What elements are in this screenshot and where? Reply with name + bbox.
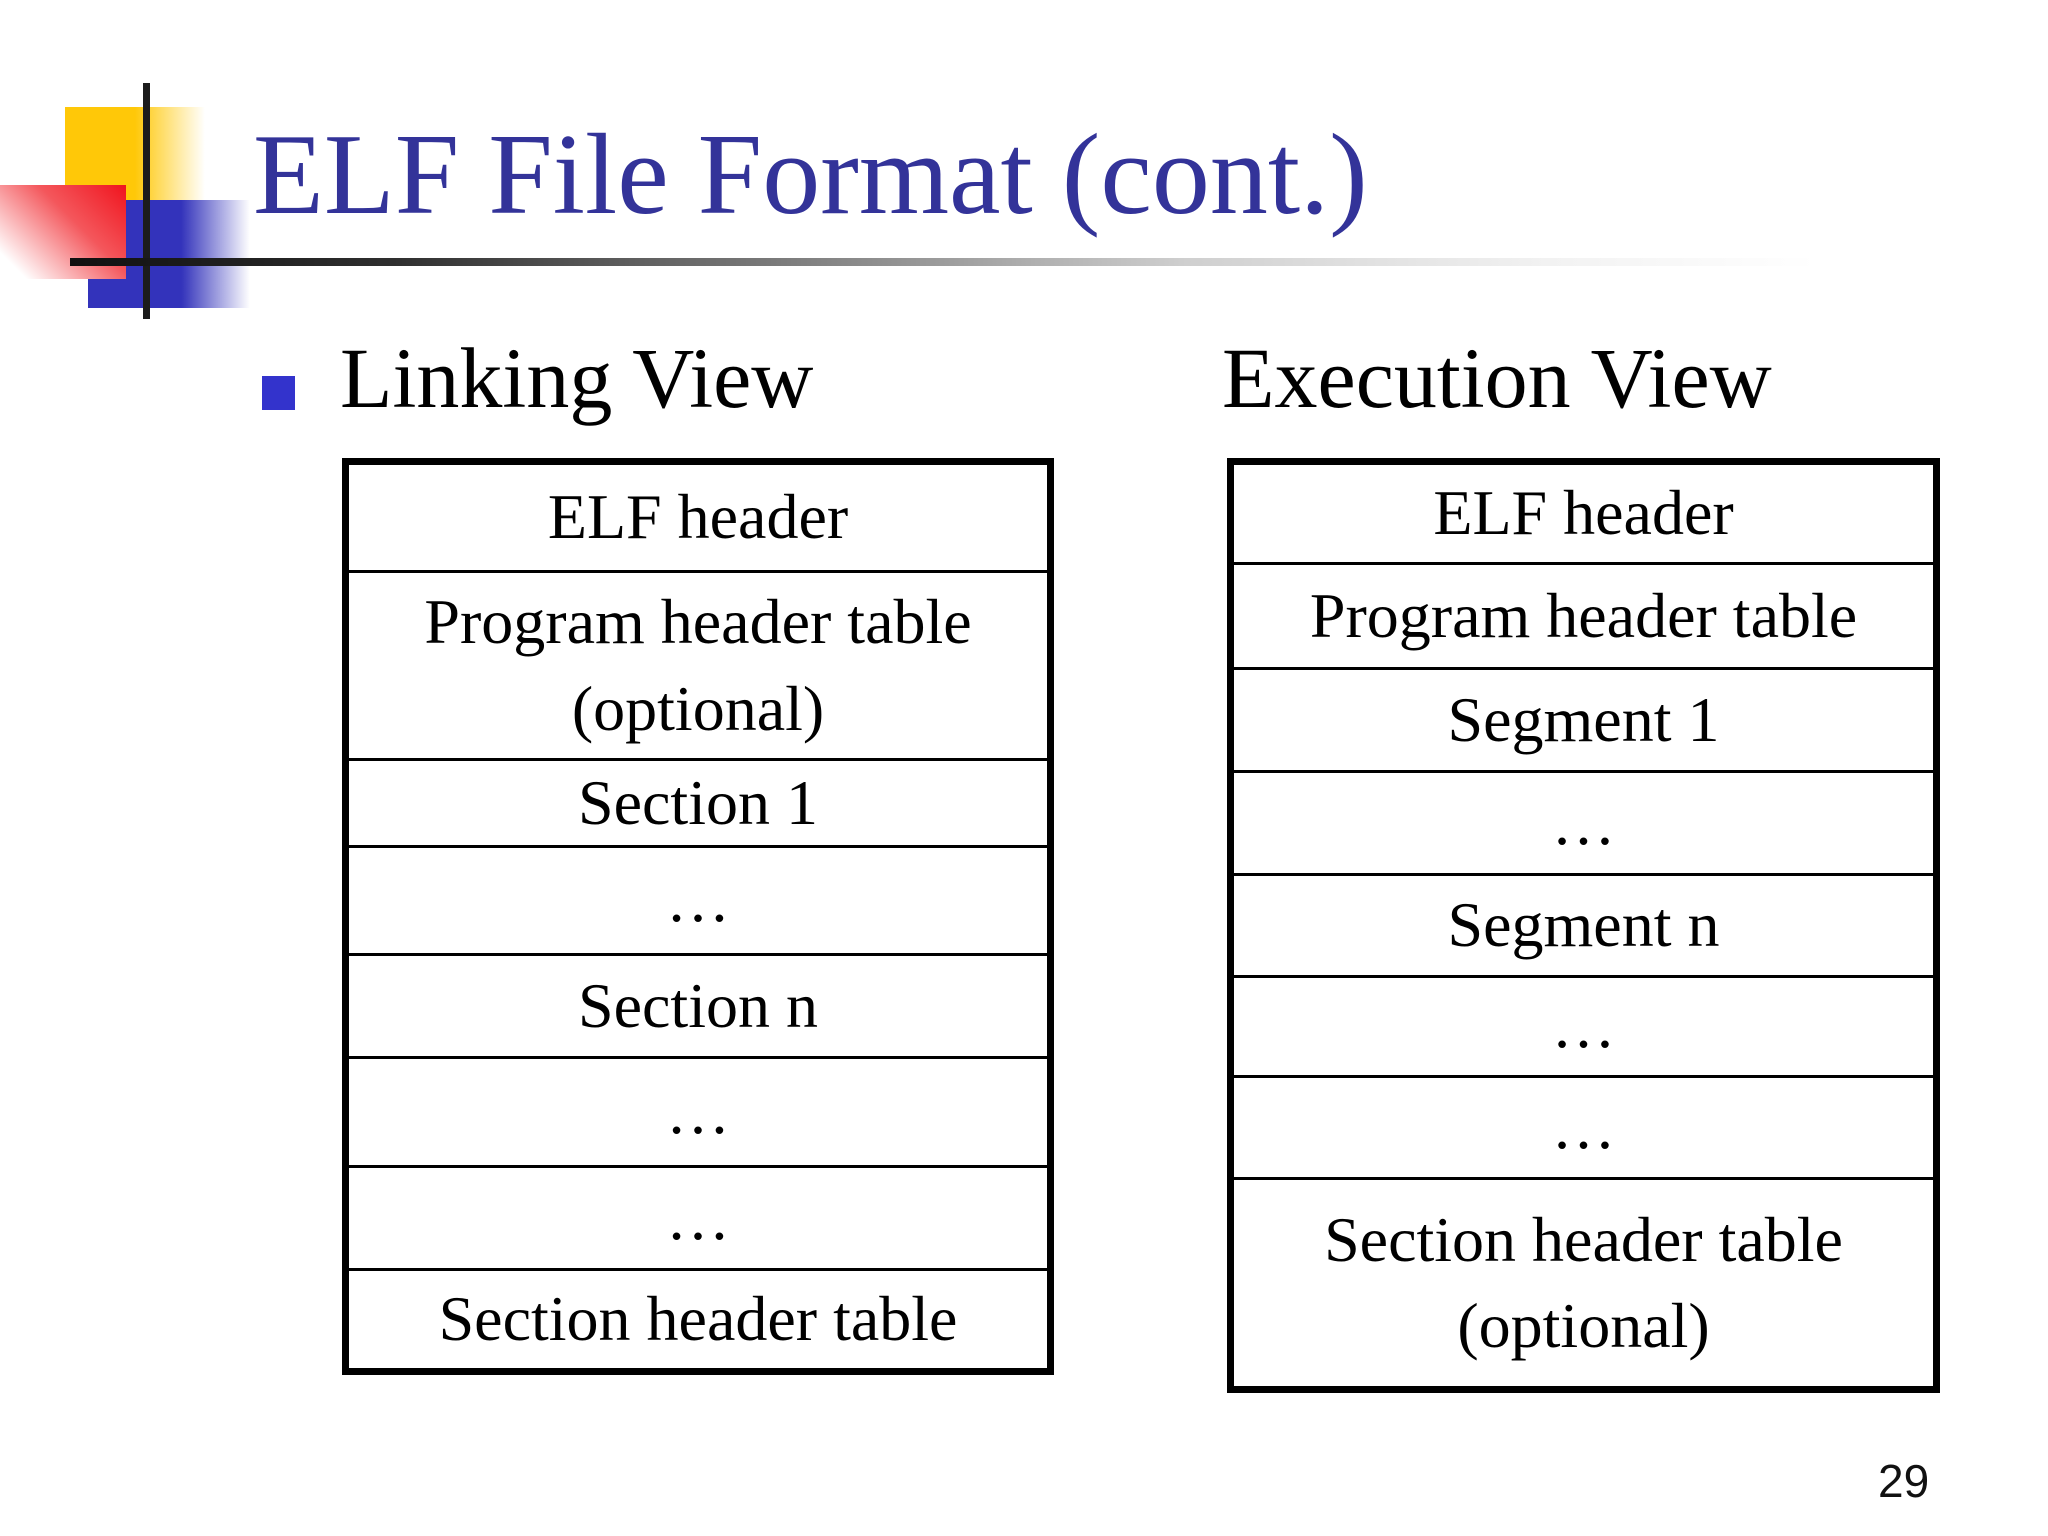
logo-vertical-line xyxy=(143,83,150,319)
table-row: Section n xyxy=(349,953,1047,1056)
page-number: 29 xyxy=(1878,1455,1930,1507)
table-row: Program header table (optional) xyxy=(349,570,1047,758)
table-row: Program header table xyxy=(1234,562,1933,667)
table-row: Segment n xyxy=(1234,873,1933,975)
table-row: Section 1 xyxy=(349,758,1047,845)
table-row: ELF header xyxy=(1433,477,1734,549)
table-row: … xyxy=(349,1165,1047,1268)
page-title: ELF File Format (cont.) xyxy=(253,111,1368,239)
bullet-square-icon xyxy=(262,376,295,410)
table-row: … xyxy=(349,845,1047,953)
title-underline-rule xyxy=(70,258,1870,266)
table-row: … xyxy=(349,1056,1047,1165)
heading-execution-view: Execution View xyxy=(1222,330,1772,426)
heading-linking-view: Linking View xyxy=(340,330,814,426)
table-row: ELF header xyxy=(547,481,849,553)
table-row: Section header table (optional) xyxy=(1234,1177,1933,1386)
table-row: … xyxy=(1234,770,1933,873)
table-row: Segment 1 xyxy=(1234,667,1933,770)
table-row: … xyxy=(1234,975,1933,1075)
table-row: Section header table xyxy=(349,1268,1047,1368)
logo-yellow-square xyxy=(65,107,205,200)
table-row: … xyxy=(1234,1075,1933,1177)
